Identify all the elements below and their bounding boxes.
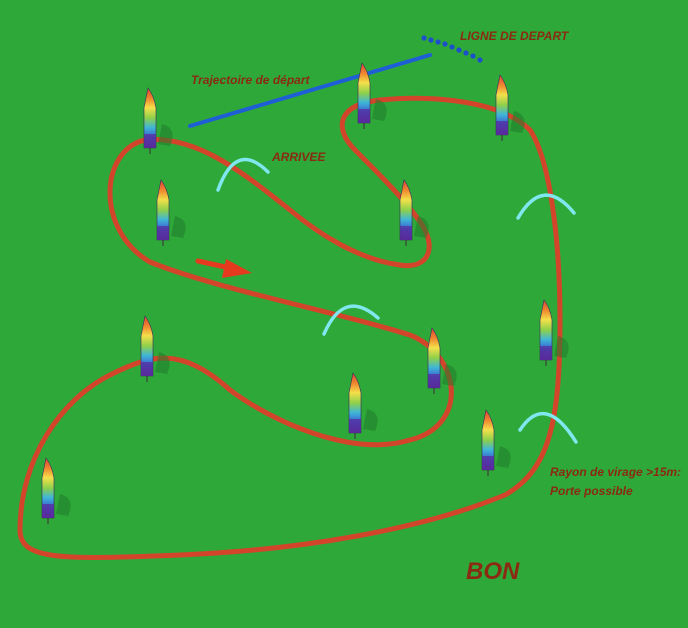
finish-label: ARRIVEE (272, 150, 326, 164)
verdict-label: BON (466, 558, 520, 585)
start-line-label: LIGNE DE DEPART (460, 29, 569, 43)
start-line-buoys (421, 35, 483, 63)
gate-finish (216, 157, 270, 192)
direction-arrow (195, 258, 252, 278)
pylon-11 (41, 457, 72, 525)
turn-radius-line2: Porte possible (550, 484, 633, 498)
pylon-1 (143, 87, 174, 155)
gate-right-lower (518, 411, 578, 444)
turn-radius-note: Rayon de virage >15m: Porte possible (550, 463, 681, 501)
pylon-7 (539, 299, 570, 367)
pylons (41, 62, 570, 525)
pylon-9 (348, 372, 379, 440)
course-track (17, 95, 563, 560)
start-trajectory-label: Trajectoire de départ (191, 73, 310, 87)
gate-center (322, 304, 380, 336)
gate-right-upper (516, 193, 576, 220)
start-trajectory-line (188, 53, 432, 128)
pylon-3 (495, 74, 526, 142)
pylon-6 (140, 315, 171, 383)
gates (216, 157, 578, 444)
pylon-10 (481, 409, 512, 477)
turn-radius-line1: Rayon de virage >15m: (550, 465, 682, 479)
pylon-4 (156, 179, 187, 247)
